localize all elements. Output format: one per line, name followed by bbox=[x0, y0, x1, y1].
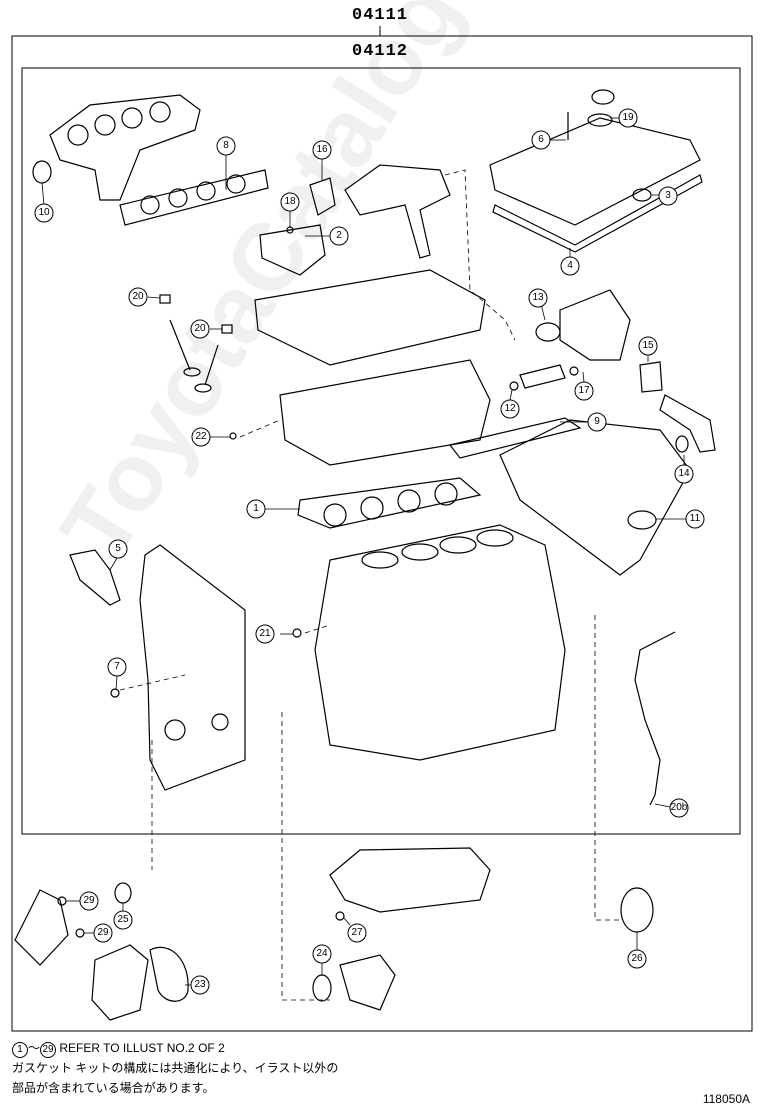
gasket-16-shape bbox=[309, 177, 336, 216]
callout-11: 11 bbox=[689, 513, 701, 524]
dipstick-shape bbox=[634, 631, 676, 806]
callout-3: 3 bbox=[665, 190, 671, 201]
callout-19: 19 bbox=[622, 112, 634, 123]
callout-12: 12 bbox=[504, 403, 516, 414]
cylinder-block-shape bbox=[314, 524, 566, 761]
water-pump-shape bbox=[91, 944, 149, 1021]
outer-frame bbox=[11, 35, 753, 1032]
intake-gasket-9-shape bbox=[448, 417, 582, 459]
callout-6: 6 bbox=[538, 134, 544, 145]
gasket-24-shape bbox=[149, 946, 189, 1002]
callout-24: 23 bbox=[194, 979, 206, 990]
callout-20b: 20 bbox=[194, 323, 206, 334]
timing-cover-shape bbox=[139, 544, 246, 791]
callout-8: 8 bbox=[223, 140, 229, 151]
range-start: 1 bbox=[12, 1042, 28, 1058]
callout-28: 27 bbox=[351, 927, 363, 938]
gasket-8-shape bbox=[119, 169, 269, 226]
callout-25: 24 bbox=[316, 948, 328, 959]
callout-10: 10 bbox=[38, 207, 50, 218]
callout-22: 21 bbox=[259, 628, 271, 639]
note-line-1: 1～29 REFER TO ILLUST NO.2 OF 2 bbox=[12, 1038, 225, 1058]
callout-16: 16 bbox=[316, 144, 328, 155]
assembly-number-inner: 04112 bbox=[352, 42, 409, 61]
callout-20a: 20 bbox=[132, 291, 144, 302]
callout-13: 13 bbox=[532, 292, 544, 303]
oil-pan-shape bbox=[329, 847, 491, 913]
head-cover-shape bbox=[489, 117, 701, 226]
gasket-13-shape bbox=[535, 322, 561, 342]
part-18-shape bbox=[259, 224, 326, 276]
callout-5: 5 bbox=[115, 543, 121, 554]
head-cover-gasket-4 bbox=[492, 174, 703, 253]
cam-housing-shape bbox=[254, 269, 486, 366]
range-end: 29 bbox=[40, 1042, 57, 1058]
callout-26: 25 bbox=[117, 914, 129, 925]
callout-4: 4 bbox=[567, 260, 573, 271]
cylinder-head-shape bbox=[279, 359, 491, 466]
callout-29a: 29 bbox=[83, 895, 95, 906]
note-refer: REFER TO ILLUST NO.2 OF 2 bbox=[59, 1041, 225, 1055]
inner-frame bbox=[21, 67, 741, 835]
callout-7: 7 bbox=[114, 661, 120, 672]
water-pump-cover-shape bbox=[14, 889, 69, 966]
range-sep: ～ bbox=[28, 1041, 41, 1055]
assembly-number-outer: 04111 bbox=[352, 6, 409, 25]
callout-1: 1 bbox=[253, 503, 259, 514]
gasket-15-shape bbox=[639, 361, 663, 393]
gasket-11-shape bbox=[627, 510, 657, 530]
illustration-code: 118050A bbox=[702, 1092, 750, 1106]
exhaust-manifold-shape bbox=[49, 94, 201, 201]
leader-lines bbox=[41, 117, 686, 986]
note-line-3: 部品が含まれている場合があります。 bbox=[12, 1081, 215, 1095]
note-line-2: ガスケット キットの構成には共通化により、イラスト以外の bbox=[12, 1061, 339, 1075]
thermostat-housing-shape bbox=[339, 954, 396, 1011]
callout-17: 17 bbox=[578, 385, 590, 396]
callout-9: 9 bbox=[594, 416, 600, 427]
part-outlines bbox=[14, 89, 716, 1021]
throttle-shape bbox=[559, 289, 631, 361]
callout-27: 26 bbox=[631, 953, 643, 964]
callout-29b: 29 bbox=[97, 927, 109, 938]
callout-23: 22 bbox=[195, 431, 207, 442]
water-outlet-shape bbox=[344, 164, 451, 259]
gasket-5-shape bbox=[69, 549, 121, 606]
callout-18: 18 bbox=[284, 196, 296, 207]
dashed-guides bbox=[119, 169, 620, 1001]
callout-circles bbox=[34, 108, 705, 995]
callout-14: 14 bbox=[678, 468, 690, 479]
callout-21-label: 20b bbox=[670, 802, 688, 813]
callout-15: 15 bbox=[642, 340, 654, 351]
callout-2: 2 bbox=[336, 230, 342, 241]
